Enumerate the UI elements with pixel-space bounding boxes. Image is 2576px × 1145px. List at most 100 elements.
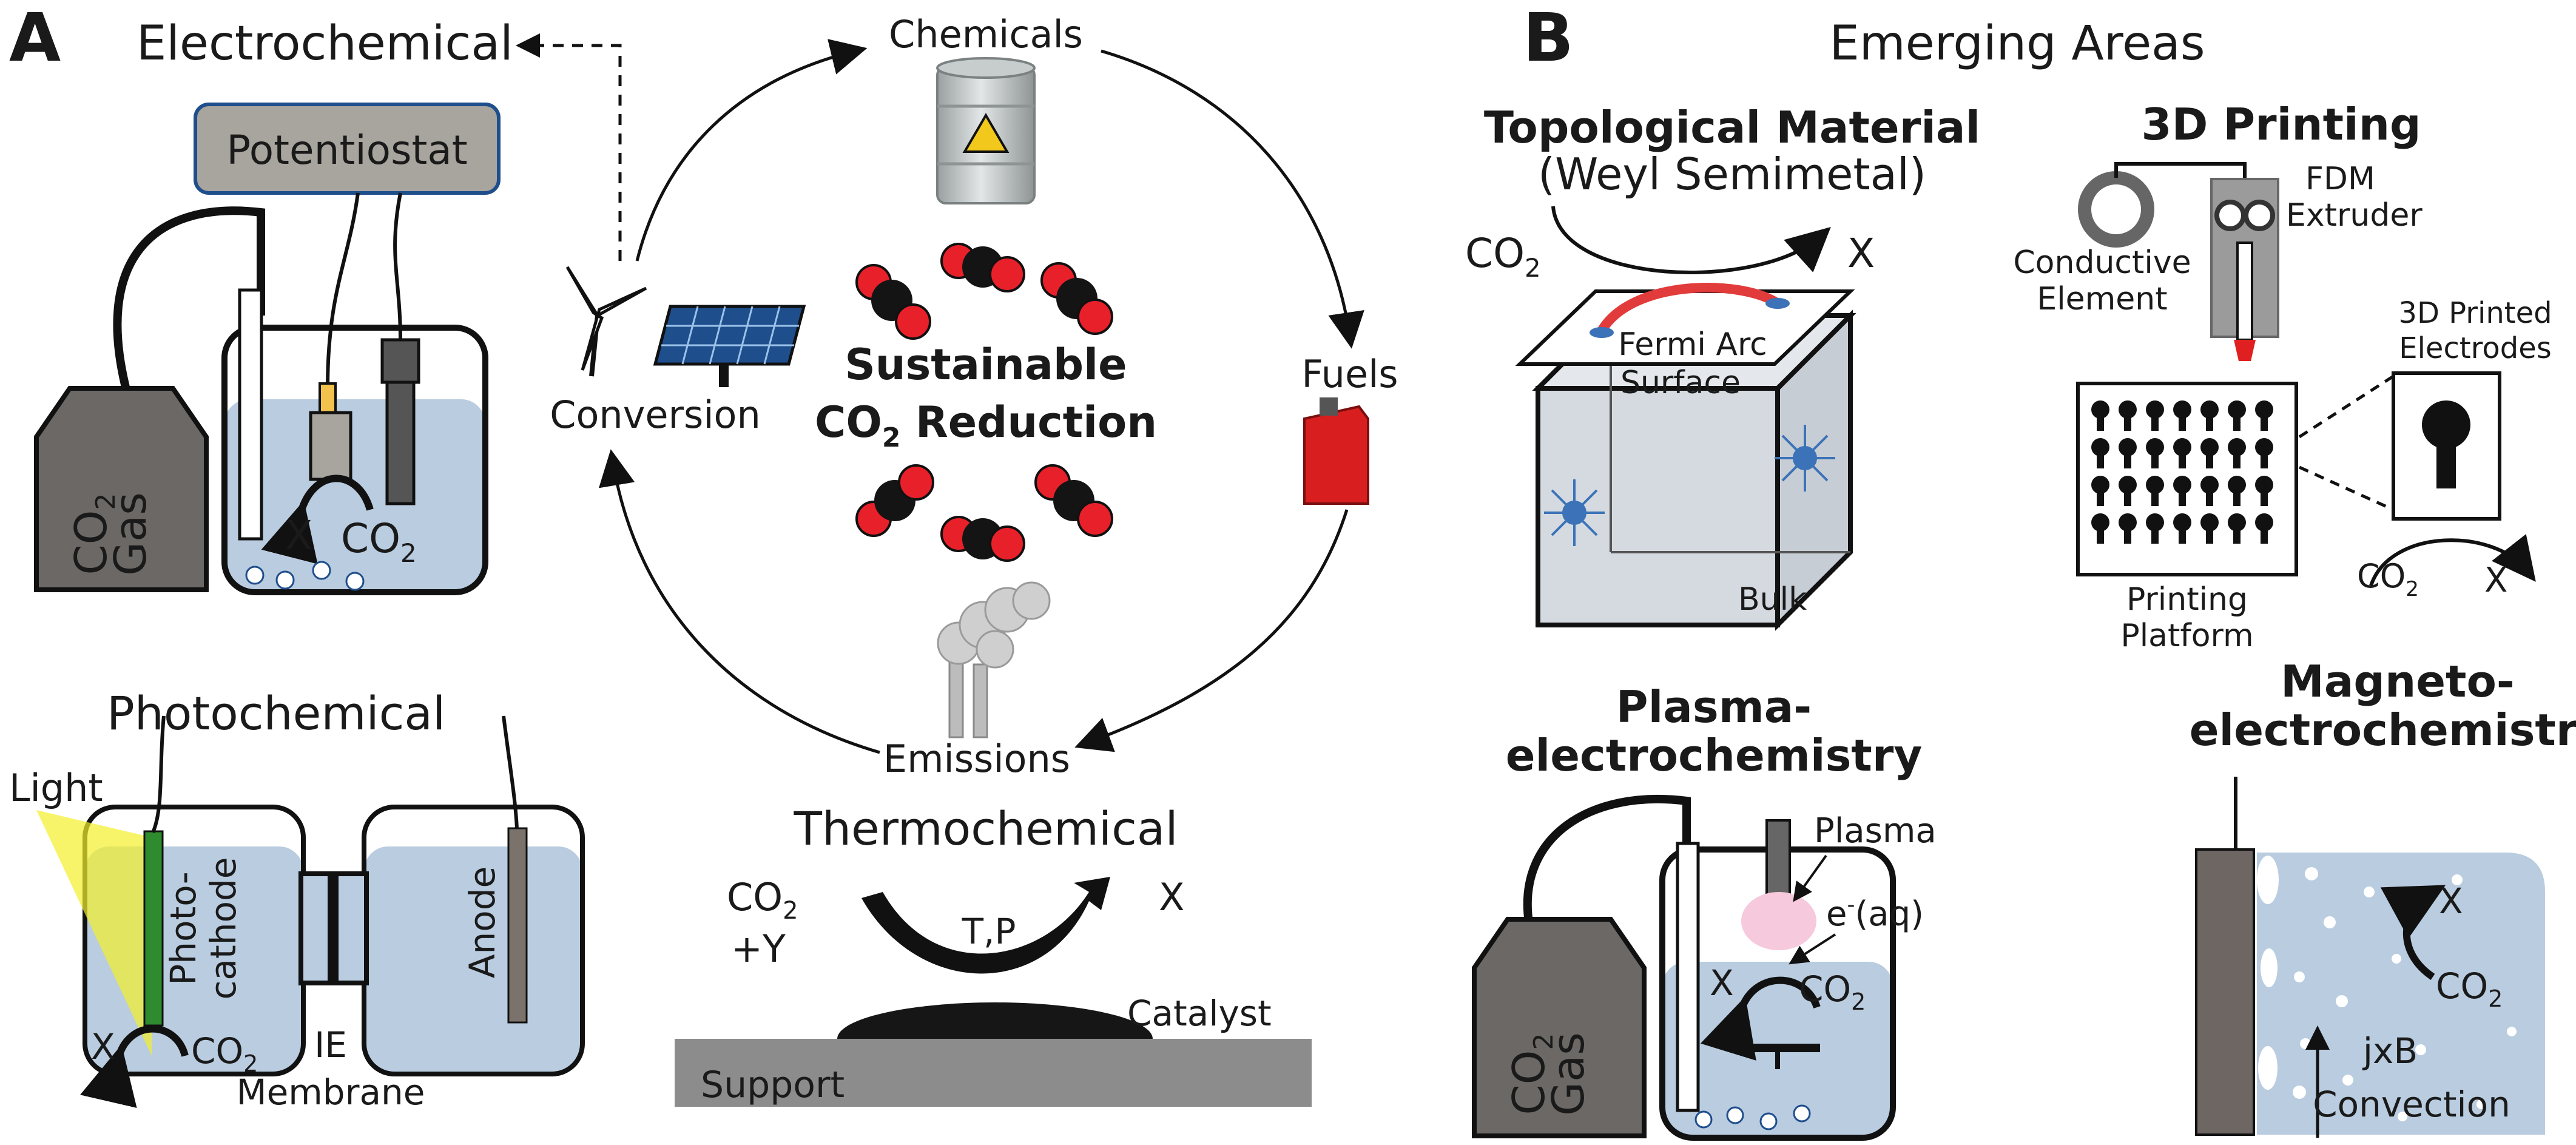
fuel-can-icon [1303,397,1369,505]
working-electrode-tab [319,382,337,415]
wind-turbine-icon [565,266,647,377]
topo-reaction-arrow [1551,206,1831,275]
working-electrode [309,411,352,481]
co2-molecule-4 [855,464,934,537]
plasma-gas-cylinder [1472,917,1647,1138]
platform-label-1: Printing [2126,581,2248,618]
extruder-nozzle [2234,340,2256,361]
gas-cable [113,206,265,396]
weyl-node-2 [1765,298,1790,309]
bubbles [245,561,365,591]
zoom-line-2 [2298,465,2395,512]
emissions-label: Emissions [883,737,1070,781]
plasma-section: Plasma- electrochemistry Plasma e-(aq) X… [1472,681,1937,1141]
thermochemical-section: Thermochemical CO2 +Y X T,P Catalyst Sup… [675,802,1312,1107]
plasma-bubbles [1694,1104,1811,1130]
printing-reactant-label: CO2 [2357,557,2419,601]
co2-molecule-6 [1034,464,1113,537]
electrochemical-cell-electrolyte [224,399,485,592]
magneto-electrode [2195,848,2255,1136]
anode-chamber-electrolyte [364,846,582,1074]
printing-title: 3D Printing [2141,99,2421,150]
plasma-glow [1741,892,1816,950]
plasma-reference-electrode [1676,842,1700,1112]
thermo-reactant-label: CO2 [727,875,798,925]
bulk-label: Bulk [1738,581,1807,618]
potentiostat-label: Potentiostat [226,127,467,174]
center-title-line1: Sustainable [845,340,1127,390]
printing-product-label: X [2484,561,2507,600]
electrode-wire-2 [393,192,402,340]
submerged-electrode [1735,1044,1820,1052]
plasma-label: Plasma [1814,811,1937,851]
co2-molecule-1 [855,264,931,340]
photocathode-wire [151,715,166,834]
panel-a-letter: A [9,0,61,76]
photo-reactant-label: CO2 [191,1030,258,1077]
thermo-coreactant-label: +Y [731,927,786,971]
center-title-line2: CO2 Reduction [815,397,1157,453]
extruder-gear-2 [2244,200,2275,231]
extruder-nozzle-tube [2236,241,2253,341]
panel-b-letter: B [1523,0,1574,76]
weyl-node-1 [1590,327,1614,338]
printed-electrode-array [2091,400,2273,544]
cycle-arrow-to-fuels [1101,49,1364,349]
fuels-label: Fuels [1301,352,1398,396]
magneto-title-1: Magneto- [2281,656,2515,707]
weyl-point-left [1544,479,1605,546]
co2-molecules [855,243,1113,562]
fermi-arc-label-1: Fermi Arc [1618,326,1767,363]
support [675,1039,1312,1107]
co2-molecule-3 [1040,262,1113,335]
magneto-reaction-arrow [2380,885,2446,980]
gas-cylinder-word: Gas [105,492,156,575]
magneto-title-2: electrochemistry [2190,704,2576,755]
topological-section: Topological Material (Weyl Semimetal) CO… [1465,102,1980,631]
topological-subtitle: (Weyl Semimetal) [1538,149,1926,200]
conversion-to-electrochemical-arrow [516,33,622,261]
plasma-electrode [1765,819,1791,904]
printing-reaction-arrow [2369,534,2536,586]
electron-pointer [1789,933,1836,965]
potentiostat-box [194,103,501,195]
anode-wire [502,715,519,829]
gas-cylinder [34,386,209,592]
catalyst-label: Catalyst [1127,993,1272,1034]
printed-electrodes-label-2: Electrodes [2399,331,2551,365]
magneto-product-label: X [2439,880,2463,922]
plasma-title-2: electrochemistry [1506,730,1923,781]
reference-electrode [238,288,263,541]
fdm-label-2: Extruder [2286,197,2423,234]
printed-electrodes-label-1: 3D Printed [2398,296,2552,330]
submerged-electrode-stem [1775,1052,1780,1069]
counter-electrode-cap [380,338,420,384]
thermochemical-title: Thermochemical [793,802,1178,856]
electrochemical-cell [221,325,488,595]
force-label: jxB [2362,1030,2418,1072]
plasma-reaction-arrow [1700,976,1821,1061]
thermo-product-label: X [1159,875,1184,919]
plasma-pointer [1793,854,1827,902]
fermi-arc [1597,283,1781,334]
fermi-arc-label-2: Surface [1620,365,1741,401]
fdm-label-1: FDM [2305,161,2375,197]
co2-molecule-2 [940,243,1025,292]
product-label: X [285,512,312,559]
light-label: Light [9,766,103,810]
cycle-arrow-to-chemicals [635,39,868,262]
panel-b-title: Emerging Areas [1829,16,2205,71]
counter-electrode [385,380,416,505]
extruder-gear-1 [2214,200,2246,231]
photocathode [143,830,164,1027]
conductive-label-1: Conductive [2013,245,2191,281]
printed-electrode-stem [2436,437,2456,488]
printed-electrode-head [2422,400,2470,449]
electrochemical-section: Electrochemical Potentiostat X CO2 CO2 G… [34,16,513,595]
plasma-product-label: X [1710,962,1734,1004]
electrochemical-title: Electrochemical [137,16,513,71]
cycle-arrow-to-conversion [599,449,880,754]
fermi-surface [1515,289,1855,366]
support-label: Support [701,1064,845,1106]
